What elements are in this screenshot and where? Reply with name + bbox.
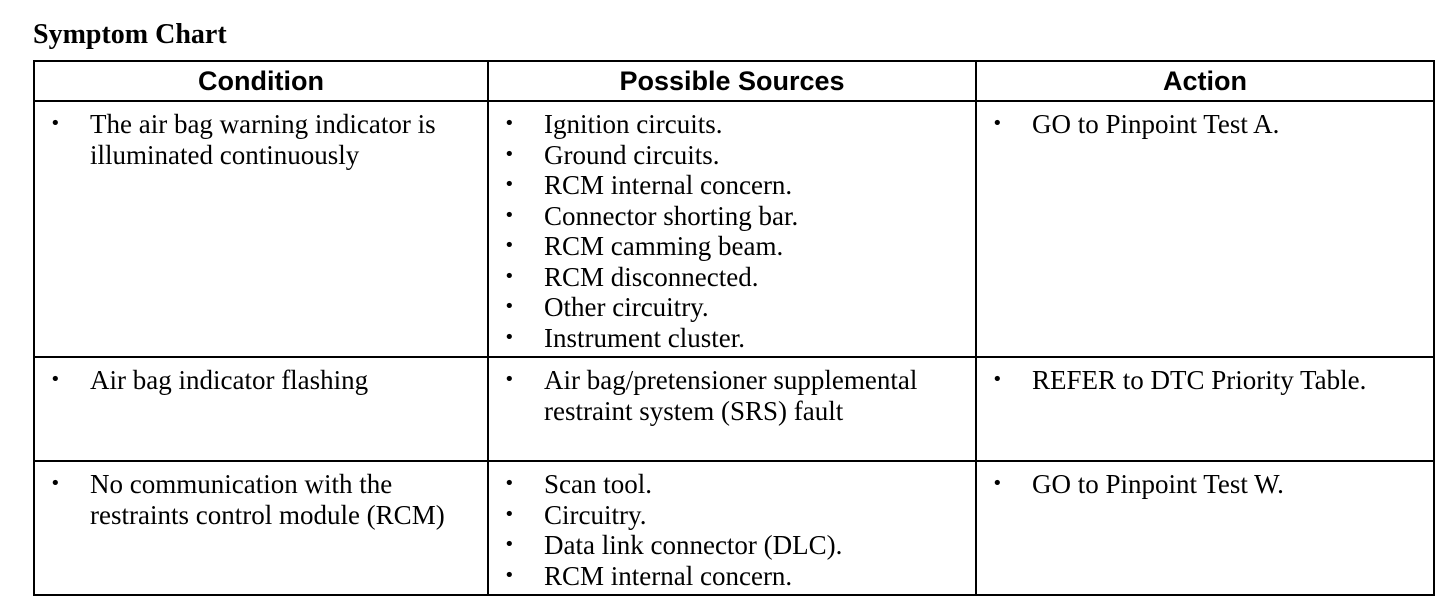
condition-text: No communication with the restraints con…: [90, 469, 445, 530]
bullet-icon: •: [504, 534, 515, 555]
list-item: • The air bag warning indicator is illumi…: [43, 109, 479, 170]
bullet-icon: •: [992, 113, 1003, 134]
bullet-icon: •: [504, 204, 515, 226]
source-text: RCM internal concern.: [544, 560, 793, 591]
bullet-icon: •: [504, 265, 515, 287]
list-item: • Ignition circuits.: [497, 109, 967, 140]
table-row: • Air bag indicator flashing • Air bag/pre…: [33, 356, 1435, 462]
bullet-icon: •: [504, 326, 515, 348]
bullet-icon: •: [504, 113, 515, 134]
list-item: • RCM camming beam.: [497, 231, 967, 262]
bullet-icon: •: [50, 113, 61, 134]
action-cell: • REFER to DTC Priority Table.: [975, 356, 1435, 462]
bullet-icon: •: [504, 503, 515, 525]
source-text: RCM disconnected.: [544, 261, 759, 292]
source-text: Circuitry.: [544, 499, 647, 530]
source-text: Other circuitry.: [544, 292, 709, 322]
table-row: • The air bag warning indicator is illumi…: [33, 100, 1435, 358]
list-item: • GO to Pinpoint Test A.: [985, 109, 1425, 140]
column-header-condition: Condition: [33, 60, 489, 102]
bullet-icon: •: [992, 473, 1003, 494]
source-text: Connector shorting bar.: [544, 200, 799, 231]
list-item: • Connector shorting bar.: [497, 201, 967, 232]
source-text: Instrument cluster.: [544, 322, 745, 353]
list-item: • Other circuitry.: [497, 292, 967, 323]
page-title: Symptom Chart: [33, 19, 227, 50]
source-text: Ignition circuits.: [544, 109, 723, 139]
header-row: Condition Possible Sources Action: [33, 60, 1435, 102]
source-text: Data link connector (DLC).: [544, 530, 843, 560]
list-item: • RCM internal concern.: [497, 170, 967, 201]
bullet-icon: •: [504, 473, 515, 494]
action-text: GO to Pinpoint Test A.: [1032, 109, 1280, 139]
action-text: GO to Pinpoint Test W.: [1032, 469, 1284, 499]
source-text: Scan tool.: [544, 469, 652, 499]
bullet-icon: •: [504, 564, 515, 586]
list-item: • Instrument cluster.: [497, 323, 967, 354]
bullet-icon: •: [50, 369, 61, 390]
sources-cell: • Air bag/pretensioner supplemental restr…: [487, 356, 977, 462]
list-item: • Scan tool.: [497, 469, 967, 500]
list-item: • RCM disconnected.: [497, 262, 967, 293]
condition-cell: • Air bag indicator flashing: [33, 356, 489, 462]
list-item: • Circuitry.: [497, 500, 967, 531]
table-row: • No communication with the restraints co…: [33, 460, 1435, 596]
list-item: • REFER to DTC Priority Table.: [985, 365, 1425, 396]
list-item: • Air bag indicator flashing: [43, 365, 479, 396]
condition-text: Air bag indicator flashing: [90, 365, 369, 395]
condition-text: The air bag warning indicator is illumin…: [90, 109, 436, 170]
condition-cell: • The air bag warning indicator is illumi…: [33, 100, 489, 358]
condition-cell: • No communication with the restraints co…: [33, 460, 489, 596]
list-item: • Ground circuits.: [497, 140, 967, 171]
action-cell: • GO to Pinpoint Test W.: [975, 460, 1435, 596]
column-header-action: Action: [975, 60, 1435, 102]
symptom-chart-table: Condition Possible Sources Action • The a…: [33, 60, 1435, 596]
list-item: • Data link connector (DLC).: [497, 530, 967, 561]
action-cell: • GO to Pinpoint Test A.: [975, 100, 1435, 358]
bullet-icon: •: [992, 369, 1003, 390]
sources-cell: • Scan tool. • Circuitry. • Data link conne…: [487, 460, 977, 596]
column-header-possible-sources: Possible Sources: [487, 60, 977, 102]
bullet-icon: •: [504, 143, 515, 165]
bullet-icon: •: [50, 473, 61, 494]
source-text: RCM camming beam.: [544, 231, 784, 261]
list-item: • No communication with the restraints co…: [43, 469, 479, 530]
bullet-icon: •: [504, 296, 515, 317]
sources-cell: • Ignition circuits. • Ground circuits. • R…: [487, 100, 977, 358]
list-item: • RCM internal concern.: [497, 561, 967, 592]
list-item: • Air bag/pretensioner supplemental restr…: [497, 365, 967, 426]
source-text: RCM internal concern.: [544, 170, 793, 200]
bullet-icon: •: [504, 174, 515, 195]
bullet-icon: •: [504, 369, 515, 390]
list-item: • GO to Pinpoint Test W.: [985, 469, 1425, 500]
bullet-icon: •: [504, 235, 515, 256]
source-text: Air bag/pretensioner supplemental restra…: [544, 365, 918, 426]
source-text: Ground circuits.: [544, 139, 720, 170]
action-text: REFER to DTC Priority Table.: [1032, 365, 1367, 395]
